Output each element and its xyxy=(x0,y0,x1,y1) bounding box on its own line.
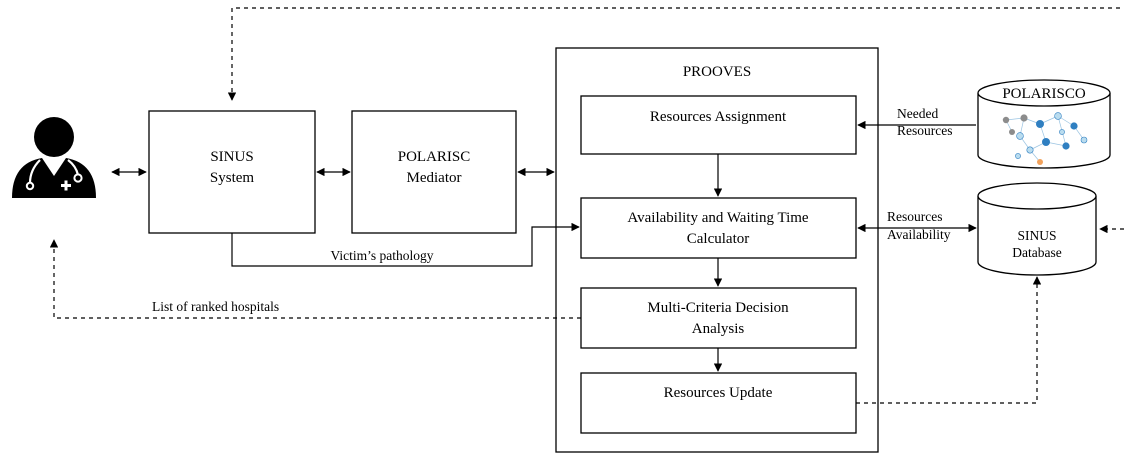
polarisco-label: POLARISCO xyxy=(1002,86,1086,102)
sinus-database-label-1: SINUS xyxy=(1017,228,1056,243)
polarisc-mediator-label-2: Mediator xyxy=(407,170,462,186)
sinus-database-label-2: Database xyxy=(1012,245,1061,260)
sinus-system-label-1: SINUS xyxy=(210,149,253,165)
ranked-hospitals-edge: List of ranked hospitals xyxy=(49,239,581,319)
ontology-graph-icon xyxy=(1002,112,1088,165)
needed-resources-label-1: Needed xyxy=(897,106,938,121)
doctor-icon xyxy=(12,117,96,198)
availability-calculator-label-1: Availability and Waiting Time xyxy=(627,210,808,226)
victims-pathology-label: Victim’s pathology xyxy=(330,248,433,263)
ranked-hospitals-label: List of ranked hospitals xyxy=(152,299,279,314)
availability-calculator-box: Availability and Waiting Time Calculator xyxy=(580,197,857,259)
mcda-box: Multi-Criteria Decision Analysis xyxy=(580,287,857,349)
polarisco-database: POLARISCO xyxy=(977,79,1111,169)
prooves-title: PROOVES xyxy=(683,64,751,80)
sinus-database: SINUS Database xyxy=(977,182,1097,276)
resources-update-box: Resources Update xyxy=(580,372,857,434)
needed-resources-label-2: Resources xyxy=(897,123,952,138)
polarisc-mediator-box: POLARISC Mediator xyxy=(351,110,517,234)
top-feedback-edge xyxy=(227,7,1120,101)
sinus-system-box: SINUS System xyxy=(148,110,316,234)
resources-update-label: Resources Update xyxy=(664,385,773,401)
victims-pathology-edge: Victim’s pathology xyxy=(231,222,580,267)
mcda-label-2: Analysis xyxy=(692,321,745,337)
sinus-system-label-2: System xyxy=(210,170,255,186)
availability-calculator-label-2: Calculator xyxy=(687,231,749,247)
resources-assignment-box: Resources Assignment xyxy=(580,95,857,155)
mcda-label-1: Multi-Criteria Decision xyxy=(647,300,789,316)
resources-availability-label-1: Resources xyxy=(887,209,942,224)
needed-resources-edge: Needed Resources xyxy=(857,106,976,138)
resources-assignment-label: Resources Assignment xyxy=(650,109,787,125)
resources-availability-label-2: Availability xyxy=(887,227,951,242)
resources-availability-edge: Resources Availability xyxy=(857,209,977,242)
resources-update-db-edge xyxy=(856,276,1042,404)
polarisc-mediator-label-1: POLARISC xyxy=(398,149,471,165)
